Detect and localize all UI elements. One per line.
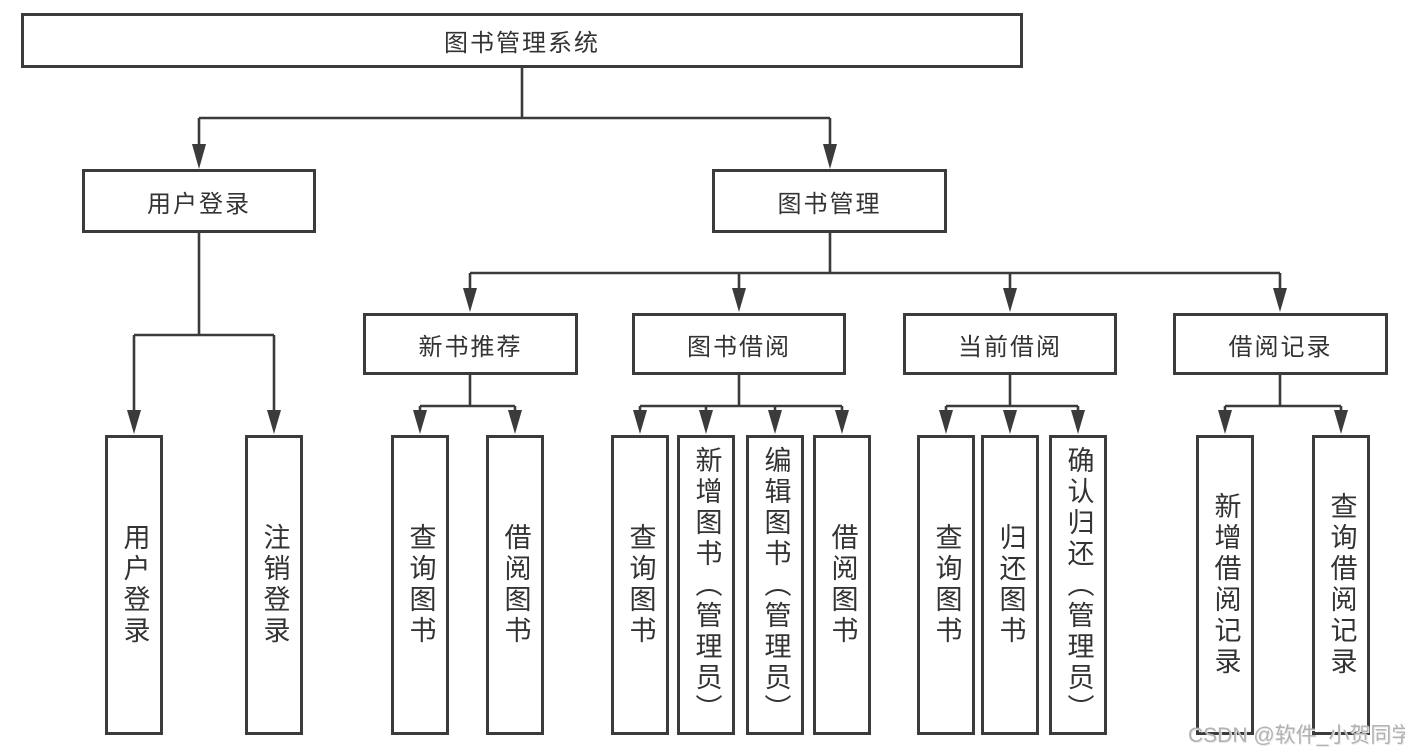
connector-line [468, 233, 1282, 290]
node-label: 借阅图书 [827, 523, 858, 647]
arrowhead-down-icon [1273, 288, 1287, 312]
leaf-borrow-book-2: 借阅图书 [813, 435, 871, 735]
node-label: 用户登录 [147, 190, 251, 218]
node-borrow-record: 借阅记录 [1173, 313, 1388, 375]
arrowhead-down-icon [192, 144, 206, 169]
arrowhead-down-icon [732, 288, 746, 312]
node-label: 查询借阅记录 [1326, 492, 1357, 678]
node-label: 注销登录 [259, 523, 290, 647]
leaf-edit-book-admin: 编辑图书（管理员） [746, 435, 804, 735]
node-label: 归还图书 [995, 523, 1026, 647]
node-label: 用户登录 [119, 523, 150, 647]
arrowhead-down-icon [127, 410, 141, 434]
leaf-logout: 注销登录 [245, 435, 303, 735]
arrowhead-down-icon [699, 410, 713, 434]
node-label: 确认归还（管理员） [1063, 445, 1094, 725]
node-label: 当前借阅 [958, 333, 1062, 361]
arrowhead-down-icon [463, 288, 477, 312]
node-book-borrow: 图书借阅 [632, 313, 846, 375]
leaf-query-borrow-record: 查询借阅记录 [1312, 435, 1370, 735]
leaf-query-book-1: 查询图书 [391, 435, 449, 735]
node-label: 新书推荐 [418, 333, 523, 361]
arrowhead-down-icon [633, 410, 647, 434]
arrowhead-down-icon [1003, 288, 1017, 312]
connector-line [638, 375, 844, 412]
arrowhead-down-icon [939, 410, 953, 434]
node-label: 查询图书 [931, 523, 962, 647]
node-label: 编辑图书（管理员） [760, 445, 791, 725]
node-label: 借阅记录 [1228, 333, 1333, 361]
node-new-book-recommend: 新书推荐 [363, 313, 578, 375]
arrowhead-down-icon [413, 410, 427, 434]
node-label: 查询图书 [405, 523, 436, 647]
node-user-login: 用户登录 [82, 169, 316, 233]
node-label: 查询图书 [625, 523, 656, 647]
arrowhead-down-icon [1003, 410, 1017, 434]
node-label: 图书借阅 [687, 333, 791, 361]
connector-line [132, 233, 276, 412]
node-label: 新增图书（管理员） [691, 445, 722, 725]
node-book-management: 图书管理 [712, 169, 947, 233]
arrowhead-down-icon [823, 144, 837, 169]
arrowhead-down-icon [508, 410, 522, 434]
leaf-return-book: 归还图书 [981, 435, 1039, 735]
node-label: 借阅图书 [500, 523, 531, 647]
node-label: 图书管理 [777, 190, 882, 218]
leaf-user-login: 用户登录 [105, 435, 163, 735]
arrowhead-down-icon [768, 410, 782, 434]
connector-line [1223, 375, 1343, 412]
arrowhead-down-icon [267, 410, 281, 434]
connector-line [418, 375, 517, 412]
leaf-confirm-return-admin: 确认归还（管理员） [1049, 435, 1107, 735]
leaf-query-book-2: 查询图书 [611, 435, 669, 735]
leaf-add-borrow-record: 新增借阅记录 [1196, 435, 1254, 735]
csdn-watermark: CSDN @软件_小贺同学 [1188, 724, 1405, 747]
node-current-borrow: 当前借阅 [903, 313, 1117, 375]
node-label: 新增借阅记录 [1210, 492, 1241, 678]
leaf-query-book-3: 查询图书 [917, 435, 975, 735]
connector-line [197, 68, 832, 146]
node-library-system: 图书管理系统 [21, 13, 1023, 68]
arrowhead-down-icon [1218, 410, 1232, 434]
leaf-add-book-admin: 新增图书（管理员） [677, 435, 735, 735]
arrowhead-down-icon [835, 410, 849, 434]
arrowhead-down-icon [1334, 410, 1348, 434]
arrowhead-down-icon [1071, 410, 1085, 434]
leaf-borrow-book-1: 借阅图书 [486, 435, 544, 735]
connector-line [944, 375, 1080, 412]
node-label: 图书管理系统 [444, 30, 600, 57]
